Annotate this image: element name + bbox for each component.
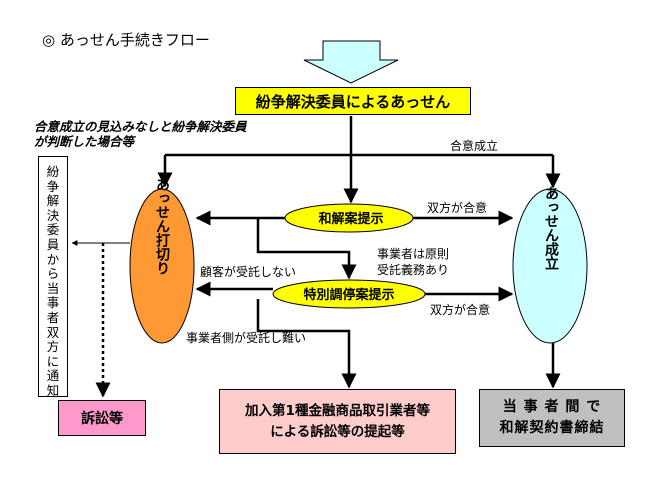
- page-title: ◎ あっせん手続きフロー: [42, 31, 210, 49]
- jigyosha-gawa-label: 事業者側が受託し難い: [186, 331, 307, 345]
- notify-box: 紛争解決委員から当事者双方に通知: [38, 156, 68, 398]
- entry-arrow: [303, 40, 399, 84]
- soho-goi-label-1: 双方が合意: [427, 201, 488, 215]
- kanyu-box: 加入第1種金融商品取引業者等 による訴訟等の提起等: [219, 389, 456, 454]
- note-line2: が判断した場合等: [34, 134, 135, 149]
- notify-text: 紛争解決委員から当事者双方に通知: [46, 164, 60, 398]
- kanyu-line1: 加入第1種金融商品取引業者等: [245, 402, 430, 419]
- toujisha-box: 当 事 者 間 で 和解契約書締結: [479, 389, 625, 447]
- tokubetsu-label: 特別調停案提示: [303, 287, 394, 303]
- seiritsu-ellipse: [512, 188, 588, 344]
- kanyu-line2: による訴訟等の提起等: [270, 423, 405, 440]
- jigyosha-label-2: 受託義務あり: [377, 263, 450, 277]
- jigyosha-label-1: 事業者は原則: [377, 247, 450, 261]
- kokyaku-label: 顧客が受託しない: [200, 265, 297, 279]
- sosho-box: 訴訟等: [58, 400, 146, 436]
- uchikiri-ellipse: [129, 188, 195, 344]
- toujisha-line1: 当 事 者 間 で: [502, 399, 602, 415]
- soho-goi-label-2: 双方が合意: [430, 303, 491, 317]
- wakai-label: 和解案提示: [318, 211, 383, 227]
- main-box: 紛争解決委員によるあっせん: [235, 87, 471, 115]
- seiritsu-label: あっせん成立: [543, 186, 559, 270]
- goi-seiritsu-label: 合意成立: [450, 139, 499, 153]
- note-line1: 合意成立の見込みなしと紛争解決委員: [34, 119, 247, 134]
- toujisha-line2: 和解契約書締結: [499, 420, 605, 436]
- uchikiri-label: あっせん打切り: [154, 177, 170, 275]
